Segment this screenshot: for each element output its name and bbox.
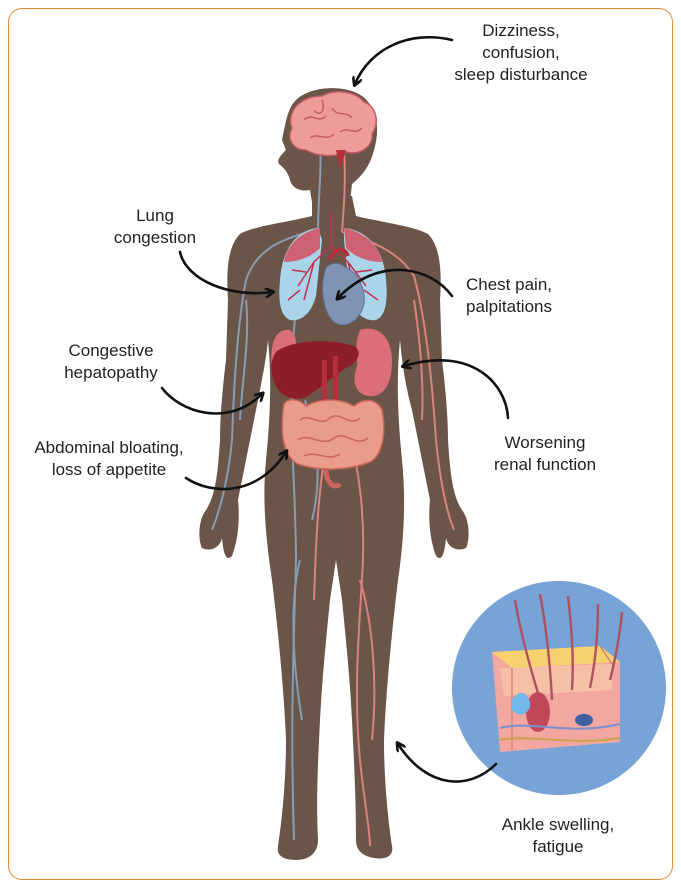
label-renal-function: Worsening renal function — [470, 432, 620, 476]
skin-cross-section-icon — [452, 581, 666, 795]
human-body-silhouette — [199, 88, 468, 860]
label-chest-pain: Chest pain, palpitations — [444, 274, 574, 318]
label-congestive-hepatopathy: Congestive hepatopathy — [46, 340, 176, 384]
label-abdominal-bloating: Abdominal bloating, loss of appetite — [18, 437, 200, 481]
label-ankle-swelling: Ankle swelling, fatigue — [478, 814, 638, 858]
label-lung-congestion: Lung congestion — [100, 205, 210, 249]
label-head-symptoms: Dizziness, confusion, sleep disturbance — [426, 20, 616, 86]
